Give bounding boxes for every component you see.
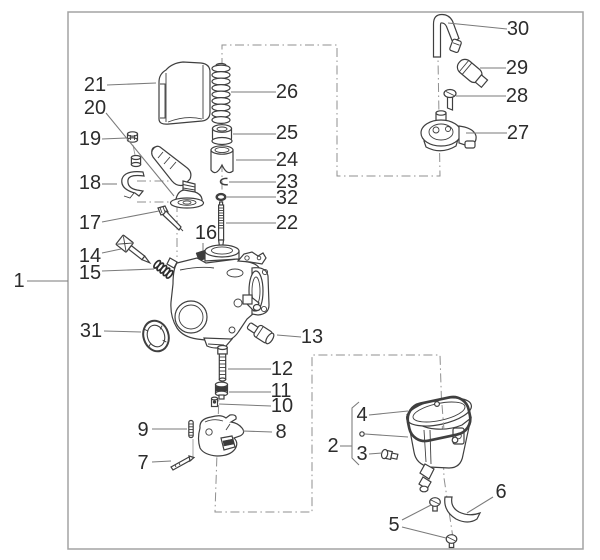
part-18-bracket: [121, 171, 145, 199]
part-2-float-bowl: [406, 397, 472, 493]
leader-line-8: [242, 430, 273, 433]
part-26-spring: [211, 62, 231, 124]
leader-line-21: [106, 82, 157, 86]
callout-label-5: 5: [388, 514, 399, 536]
part-14-adjust-screw: [115, 234, 152, 265]
callout-label-19: 19: [79, 128, 101, 150]
part-21-rubber-cover: [158, 61, 211, 125]
callout-label-12: 12: [271, 358, 293, 380]
leader-line-10: [218, 403, 272, 407]
part-28-screw: [443, 88, 457, 111]
callout-label-22: 22: [276, 212, 298, 234]
leader-line-13: [276, 334, 302, 338]
part-2-group-bracket: [351, 401, 409, 466]
callout-label-15: 15: [79, 262, 101, 284]
callout-label-23: 23: [276, 171, 298, 193]
callout-label-4: 4: [356, 404, 367, 426]
part-12-needle-jet: [217, 344, 228, 382]
callout-label-18: 18: [79, 172, 101, 194]
leader-line-5: [401, 526, 447, 539]
part-23-clip: [219, 177, 228, 186]
callout-label-30: 30: [507, 18, 529, 40]
leader-line-5: [401, 504, 432, 521]
part-8-float: [197, 414, 245, 457]
part-6-drain-hose: [444, 496, 482, 523]
leader-line-30: [447, 22, 508, 30]
part-19-nut: [126, 131, 142, 168]
leader-line-14: [101, 248, 122, 254]
leader-line-20: [105, 112, 175, 197]
leader-line-3: [368, 452, 383, 455]
part-24-throttle-slide: [210, 145, 234, 174]
centerline-choke-assembly: [221, 44, 441, 207]
leader-line-15: [101, 268, 155, 272]
callout-label-2: 2: [327, 435, 338, 457]
callout-label-21: 21: [84, 74, 106, 96]
callout-label-8: 8: [275, 421, 286, 443]
leader-line-19: [101, 137, 127, 140]
callout-label-24: 24: [276, 149, 298, 171]
centerline-float-bowl-assembly: [214, 334, 454, 539]
leader-line-4: [368, 410, 409, 416]
callout-label-1: 1: [13, 270, 24, 292]
leader-line-31: [103, 330, 142, 333]
callout-label-26: 26: [276, 81, 298, 103]
part-32-washer: [215, 192, 227, 202]
callout-label-25: 25: [276, 122, 298, 144]
part-11-main-jet: [214, 381, 229, 400]
leader-line-17: [101, 210, 160, 223]
part-15-spring: [153, 259, 174, 279]
callout-label-14: 14: [79, 245, 101, 267]
callout-label-16: 16: [195, 222, 217, 244]
part-31-gasket-ring: [142, 319, 170, 353]
part-27-starter-cover: [420, 110, 477, 152]
part-7-float-pin: [170, 455, 196, 471]
part-9-pin: [188, 419, 194, 439]
leader-line-7: [151, 460, 172, 463]
part-13-plug-screw: [246, 322, 275, 345]
part-5-drain-screws: [429, 497, 458, 549]
callout-label-29: 29: [506, 57, 528, 79]
callout-label-31: 31: [80, 320, 102, 342]
part-17-needle-valve: [157, 205, 184, 232]
part-4-bowl-gasket: [406, 395, 472, 443]
part-20-cable-elbow: [151, 145, 205, 209]
callout-label-9: 9: [137, 419, 148, 441]
callout-label-20: 20: [84, 97, 106, 119]
callout-label-28: 28: [506, 85, 528, 107]
callout-label-17: 17: [79, 212, 101, 234]
callout-label-32: 32: [276, 187, 298, 209]
callout-label-6: 6: [495, 481, 506, 503]
part-3-screw: [380, 448, 399, 461]
callout-label-13: 13: [301, 326, 323, 348]
callout-label-27: 27: [507, 122, 529, 144]
part-25-spring-seat: [211, 124, 233, 146]
part-29-rubber-boot: [456, 58, 489, 89]
centerline-bowl-overlay: [441, 404, 445, 431]
part-30-bent-pipe: [432, 13, 462, 58]
leader-line-6: [466, 496, 494, 514]
callout-label-7: 7: [137, 452, 148, 474]
part-10-plug: [210, 396, 219, 408]
callout-label-10: 10: [271, 395, 293, 417]
callout-label-3: 3: [356, 443, 367, 465]
callout-label-11: 11: [271, 380, 292, 402]
